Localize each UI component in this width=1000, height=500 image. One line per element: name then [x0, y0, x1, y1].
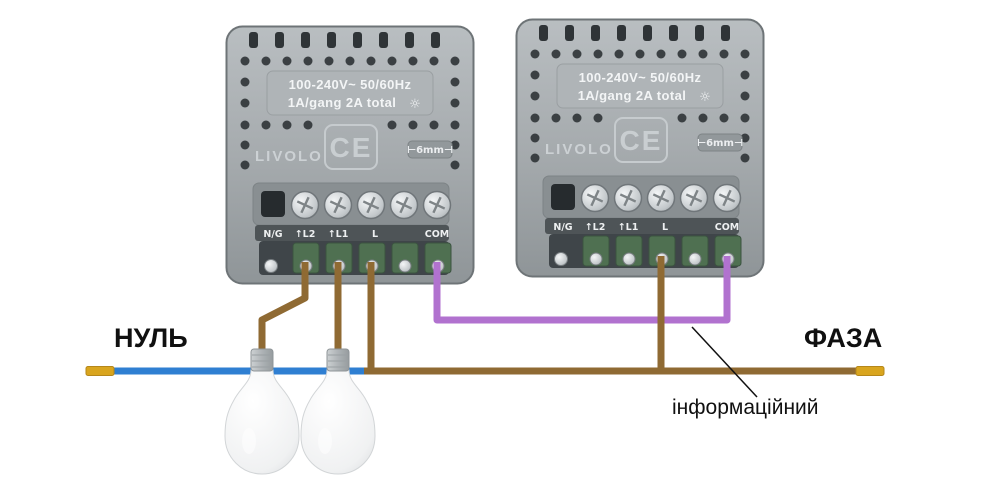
wire-tip-right: [855, 366, 885, 376]
signal-label: інформаційний: [672, 396, 819, 419]
terminal-label-l2: ↑L2: [585, 222, 606, 233]
brand-logo: LIVOLO: [545, 141, 613, 158]
switch-module-right: 100-240V~ 50/60Hz 1A/gang 2A total ☼ LIV…: [517, 20, 764, 277]
terminal-label-ng: N/G: [263, 229, 282, 240]
ce-mark: CE: [620, 125, 663, 156]
module-voltage-text: 100-240V~ 50/60Hz: [289, 77, 412, 92]
brightness-icon: ☼: [699, 90, 711, 105]
module-voltage-text: 100-240V~ 50/60Hz: [579, 70, 702, 85]
module-rating-text: 1A/gang 2A total: [288, 95, 396, 110]
signal-pointer-line: [691, 326, 758, 398]
neutral-label: НУЛЬ: [114, 323, 188, 353]
ce-mark: CE: [330, 132, 373, 163]
terminal-labels: N/G ↑L2 ↑L1 L COM: [553, 222, 739, 233]
wire-gauge-badge: ⊢6mm⊣: [407, 145, 453, 156]
wire-gauge-badge: ⊢6mm⊣: [697, 138, 743, 149]
brightness-icon: ☼: [409, 97, 421, 112]
terminal-label-ng: N/G: [553, 222, 572, 233]
load-wire-l2: [258, 262, 309, 354]
terminal-label-l: L: [372, 229, 378, 240]
terminal-label-l1: ↑L1: [618, 222, 639, 233]
terminal-labels: N/G ↑L2 ↑L1 L COM: [263, 229, 449, 240]
wire-tip-left: [85, 366, 115, 376]
terminal-label-l: L: [662, 222, 668, 233]
terminal-label-com: COM: [715, 222, 740, 233]
phase-label: ФАЗА: [804, 323, 882, 353]
terminal-label-l1: ↑L1: [328, 229, 349, 240]
module-rating-text: 1A/gang 2A total: [578, 88, 686, 103]
brand-logo: LIVOLO: [255, 148, 323, 165]
switch-module-left: 100-240V~ 50/60Hz 1A/gang 2A total ☼ LIV…: [227, 27, 474, 284]
terminal-label-l2: ↑L2: [295, 229, 316, 240]
terminal-label-com: COM: [425, 229, 450, 240]
signal-wire: [433, 256, 731, 324]
